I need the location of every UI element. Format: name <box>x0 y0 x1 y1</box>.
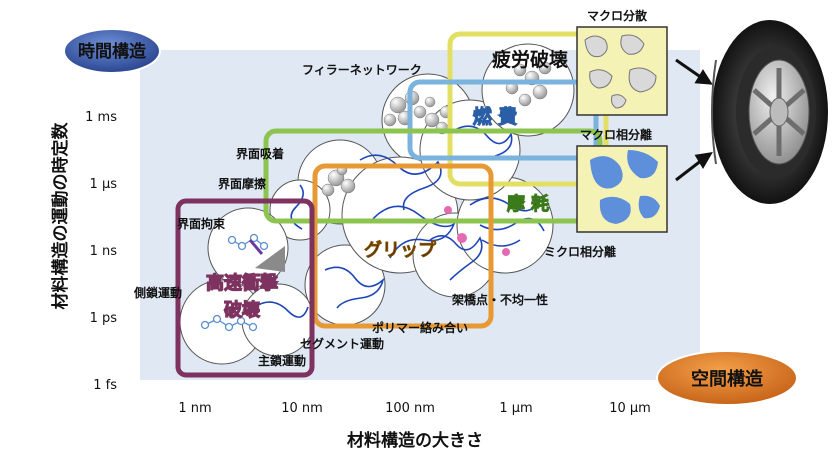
y-tick-label: 1 ps <box>90 311 118 326</box>
macro-dispersion-panel <box>576 26 668 116</box>
purple-arrow <box>248 239 264 255</box>
fuel-label: 燃 費 <box>473 105 518 128</box>
impact-label-line2: 破壊 <box>224 299 260 321</box>
main-chain-label: 主鎖運動 <box>258 353 306 368</box>
space-structure-badge: 空間構造 <box>656 350 798 406</box>
side-chain-label: 側鎖運動 <box>133 285 182 300</box>
time-structure-badge: 時間構造 <box>63 28 161 74</box>
grip-region <box>312 163 494 329</box>
x-tick-label: 10 μm <box>609 401 651 416</box>
x-tick-label: 100 nm <box>385 401 435 416</box>
y-tick-label: 1 fs <box>93 378 117 393</box>
y-tick-label: 1 μs <box>90 177 118 192</box>
crosslink-points <box>444 206 510 256</box>
x-tick-label: 10 nm <box>281 401 323 416</box>
grip-label: グリップ <box>364 239 437 261</box>
y-axis-title: 材料構造の運動の時定数 <box>50 122 71 310</box>
gray-wedge <box>255 246 285 272</box>
macro-dispersion-label: マクロ分散 <box>587 8 648 23</box>
arrows-to-tire <box>675 58 713 182</box>
x-tick-label: 1 nm <box>178 401 211 416</box>
macro-phase-label: マクロ相分離 <box>580 127 652 142</box>
interface-constraint-label: 界面拘束 <box>177 216 226 231</box>
wear-label: 摩 耗 <box>507 193 549 215</box>
interface-adsorption-label: 界面吸着 <box>236 146 284 161</box>
macro-phase-panel <box>576 145 668 233</box>
fuel-region <box>407 79 599 161</box>
y-tick-label: 1 ms <box>85 110 117 125</box>
tire-image <box>711 20 828 204</box>
impact-label-line1: 高速衝撃 <box>206 272 278 294</box>
time-structure-badge-label: 時間構造 <box>78 41 147 62</box>
micro-phase-label: ミクロ相分離 <box>544 244 616 259</box>
segment-label: セグメント運動 <box>300 336 384 351</box>
fatigue-label: 疲労破壊 <box>492 48 569 71</box>
interface-friction-label: 界面摩擦 <box>218 176 266 191</box>
entanglement-label: ポリマー絡み合い <box>372 320 468 335</box>
node-chains <box>200 233 269 332</box>
y-tick-label: 1 ns <box>90 244 118 259</box>
x-tick-label: 1 μm <box>499 401 532 416</box>
impact-region <box>175 198 315 378</box>
space-structure-badge-label: 空間構造 <box>691 368 763 390</box>
x-axis-title: 材料構造の大きさ <box>347 430 483 451</box>
filler-network-label: フィラーネットワーク <box>302 63 422 77</box>
crosslink-label: 架橋点・不均一性 <box>451 292 548 307</box>
